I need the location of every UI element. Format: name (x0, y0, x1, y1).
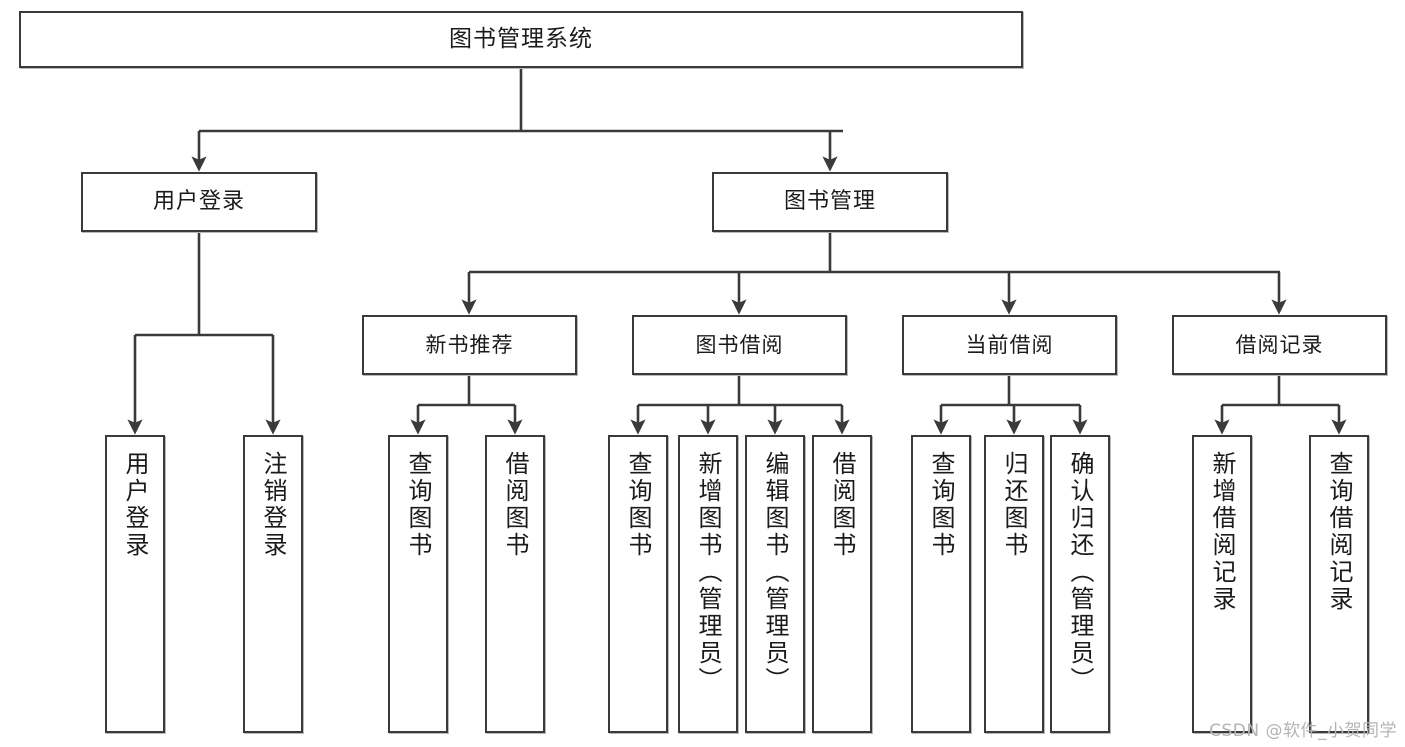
node-leaf-user-logout[interactable]: 注销登录 (243, 435, 303, 733)
node-leaf-label: 借阅图书 (501, 451, 529, 559)
node-borrow-record-label: 借阅记录 (1235, 332, 1324, 357)
node-leaf-user-login[interactable]: 用户登录 (105, 435, 165, 733)
node-leaf-query-book-rec[interactable]: 查询图书 (388, 435, 448, 733)
node-leaf-confirm-return[interactable]: 确认归还（管理员） (1050, 435, 1110, 733)
node-leaf-label: 新增图书（管理员） (694, 451, 722, 694)
node-leaf-borrow-book[interactable]: 借阅图书 (812, 435, 872, 733)
node-leaf-label: 注销登录 (259, 451, 287, 559)
node-leaf-label: 查询图书 (927, 451, 955, 559)
node-leaf-edit-book[interactable]: 编辑图书（管理员） (745, 435, 805, 733)
node-book-manage-label: 图书管理 (783, 189, 876, 215)
node-book-manage[interactable]: 图书管理 (712, 172, 948, 232)
node-leaf-label: 归还图书 (1000, 451, 1028, 559)
node-borrow-record[interactable]: 借阅记录 (1172, 315, 1387, 375)
node-leaf-label: 查询图书 (624, 451, 652, 559)
node-leaf-query-record[interactable]: 查询借阅记录 (1309, 435, 1369, 733)
node-leaf-label: 借阅图书 (828, 451, 856, 559)
node-leaf-label: 查询图书 (404, 451, 432, 559)
node-current-borrow-label: 当前借阅 (965, 332, 1054, 357)
node-root-label: 图书管理系统 (449, 25, 593, 52)
node-leaf-query-book-cur[interactable]: 查询图书 (911, 435, 971, 733)
node-leaf-borrow-book-rec[interactable]: 借阅图书 (485, 435, 545, 733)
node-new-book-rec-label: 新书推荐 (425, 332, 514, 357)
node-leaf-label: 用户登录 (121, 451, 149, 559)
node-book-borrow[interactable]: 图书借阅 (632, 315, 847, 375)
csdn-watermark: CSDN @软件_小贺同学 (1209, 721, 1397, 741)
node-user-login[interactable]: 用户登录 (81, 172, 317, 232)
node-leaf-add-book[interactable]: 新增图书（管理员） (678, 435, 738, 733)
node-current-borrow[interactable]: 当前借阅 (902, 315, 1117, 375)
node-user-login-label: 用户登录 (152, 189, 245, 215)
node-leaf-label: 查询借阅记录 (1325, 451, 1353, 613)
node-leaf-label: 编辑图书（管理员） (761, 451, 789, 694)
node-leaf-label: 新增借阅记录 (1208, 451, 1236, 613)
node-new-book-rec[interactable]: 新书推荐 (362, 315, 577, 375)
node-root[interactable]: 图书管理系统 (19, 11, 1023, 68)
node-leaf-add-record[interactable]: 新增借阅记录 (1192, 435, 1252, 733)
node-book-borrow-label: 图书借阅 (695, 332, 784, 357)
node-leaf-return-book[interactable]: 归还图书 (984, 435, 1044, 733)
node-leaf-label: 确认归还（管理员） (1066, 451, 1094, 694)
node-leaf-query-book-borrow[interactable]: 查询图书 (608, 435, 668, 733)
